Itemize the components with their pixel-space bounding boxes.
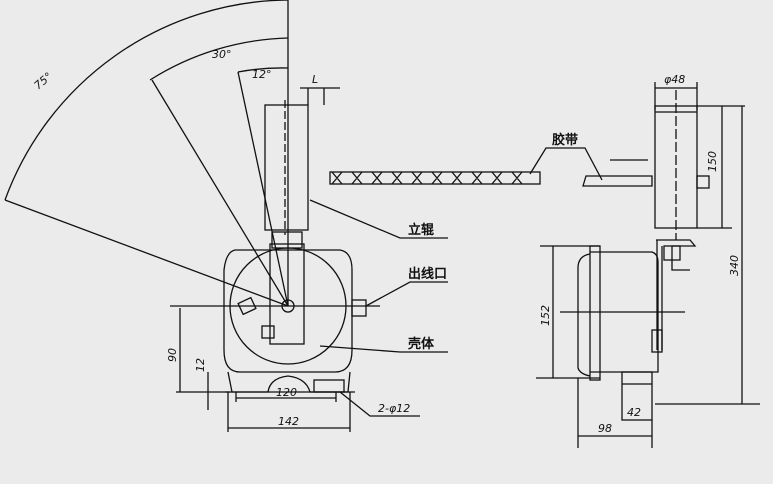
front-view	[4, 0, 448, 432]
angle-75-label: 75°	[32, 70, 55, 92]
housing-label: 壳体	[407, 336, 435, 352]
roller-label: 立辊	[408, 222, 434, 238]
dim-142: 142	[278, 415, 299, 428]
conveyor-belt	[329, 147, 653, 187]
angle-30-label: 30°	[212, 48, 232, 61]
total-height-label: 340	[728, 255, 741, 276]
holes-label: 2-φ12	[378, 402, 410, 415]
dim-90: 90	[166, 348, 179, 362]
cable-outlet-label: 出线口	[408, 266, 447, 282]
angle-12-label: 12°	[252, 68, 272, 81]
depth-98-label: 98	[598, 422, 612, 435]
side-view	[536, 82, 760, 448]
housing-diameter-label: 152	[539, 305, 552, 326]
offset-l-label: L	[312, 73, 318, 86]
dim-12: 12	[194, 358, 207, 372]
arc-30	[149, 37, 289, 81]
cable-outlet	[351, 299, 367, 317]
roller-diameter-label: φ48	[664, 73, 685, 86]
belt-label: 胶带	[552, 132, 578, 148]
roller	[264, 104, 309, 231]
roller-length-label: 150	[706, 151, 719, 172]
housing	[223, 249, 353, 373]
dim-120: 120	[276, 386, 297, 399]
arc-75	[4, 0, 289, 201]
base-42-label: 42	[627, 406, 641, 419]
